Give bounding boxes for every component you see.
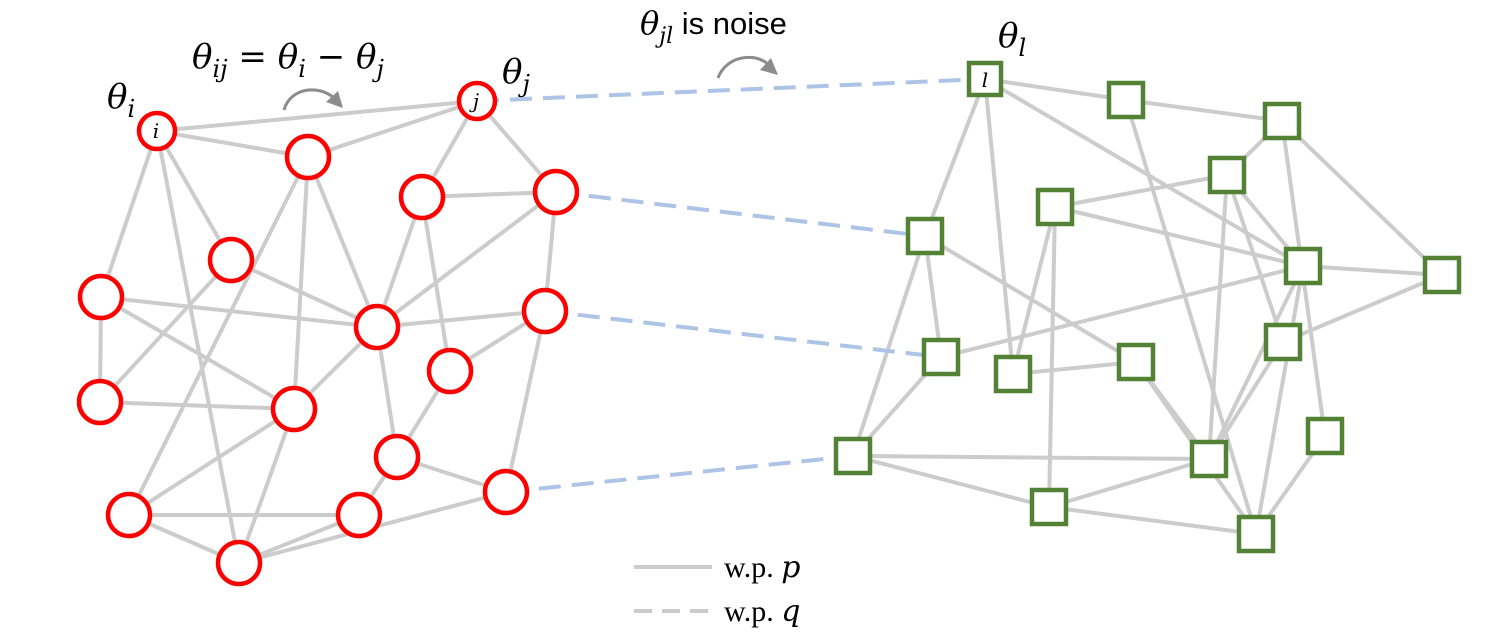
- edge-c4-c9: [98, 258, 233, 404]
- square-node-s5: [905, 216, 945, 256]
- circle-node-c8: [426, 347, 474, 395]
- theta-l-label: θl: [998, 16, 1026, 62]
- edge-s5-s8: [923, 235, 943, 358]
- dashed-edge-c7-s8: [544, 309, 942, 359]
- edge-s4-s15: [1047, 206, 1057, 508]
- edge-s4-s6: [1054, 205, 1304, 268]
- square-node-s13: [1305, 416, 1345, 456]
- square-node-s12: [833, 436, 873, 476]
- edge-s9-s4: [1011, 206, 1057, 375]
- edge-c7-c14: [504, 310, 547, 493]
- dashed-edge-j-l: [476, 77, 986, 103]
- edge-s6-s16: [1254, 265, 1305, 535]
- circle-node-i: [136, 110, 178, 152]
- edge-s12-s15: [852, 454, 1050, 509]
- edge-i-c4: [155, 130, 233, 261]
- edge-s1-s2: [1125, 98, 1283, 123]
- square-node-l: [966, 60, 1004, 98]
- edge-s7-s11: [1282, 273, 1443, 344]
- edge-c10-c12: [127, 407, 296, 517]
- dashed-edge-c14-s12: [505, 454, 854, 494]
- edge-c6-c7: [376, 309, 546, 329]
- edge-c5-c10: [99, 295, 296, 411]
- edge-i-c5: [99, 130, 159, 298]
- square-node-s7: [1422, 255, 1462, 295]
- edge-s3-s11: [1225, 174, 1285, 343]
- curved-arrow-icon: [282, 88, 343, 111]
- edge-s9-s10: [1012, 360, 1137, 376]
- node-l-label: l: [982, 68, 988, 92]
- edge-i-c15: [155, 130, 241, 564]
- edge-l-s5: [923, 78, 987, 237]
- edge-s6-s8: [940, 264, 1304, 359]
- edge-s6-s7: [1302, 264, 1443, 277]
- legend-dashed-label: w.p. q: [724, 594, 800, 629]
- edge-s12-s14: [852, 454, 1210, 461]
- square-node-s3: [1207, 155, 1247, 195]
- edge-i-c1: [156, 129, 309, 159]
- edge-s1-s16: [1124, 99, 1258, 535]
- edge-c4-c6: [230, 258, 378, 329]
- square-node-s10: [1116, 342, 1156, 382]
- edge-s15-s16: [1048, 505, 1257, 536]
- edge-c1-c12: [127, 156, 310, 516]
- circle-node-c13: [335, 491, 383, 539]
- edge-s2-s7: [1280, 119, 1444, 277]
- square-node-s15: [1029, 487, 1069, 527]
- circle-node-j: [456, 80, 498, 122]
- dashed-edge-c3-s5: [555, 190, 926, 238]
- theta-i-label: θi: [107, 77, 135, 123]
- square-node-s4: [1035, 187, 1075, 227]
- square-node-s8: [921, 337, 961, 377]
- edge-c9-c10: [99, 400, 295, 411]
- square-node-s2: [1262, 101, 1302, 141]
- circle-node-c5: [77, 273, 125, 321]
- circle-node-c7: [521, 287, 569, 335]
- edge-s5-s12: [851, 235, 927, 457]
- square-node-s1: [1106, 80, 1146, 120]
- edge-s3-s14: [1207, 174, 1229, 460]
- circle-node-c12: [105, 491, 153, 539]
- circle-node-c1: [284, 133, 332, 181]
- edge-l-s9: [983, 78, 1015, 375]
- circle-node-c11: [373, 433, 421, 481]
- circle-node-c14: [482, 468, 530, 516]
- edge-c5-c6: [100, 295, 378, 329]
- edge-c1-c10: [292, 156, 310, 410]
- edge-i-j: [156, 99, 478, 133]
- square-node-s9: [993, 354, 1033, 394]
- theta-j-label: θj: [502, 52, 530, 98]
- dashed-edges: [476, 77, 986, 494]
- edge-c10-c15: [237, 408, 296, 564]
- circle-node-c15: [215, 539, 263, 587]
- legend-solid-label: w.p. p: [724, 550, 800, 585]
- edge-s11-s14: [1207, 340, 1285, 461]
- circle-node-c2: [398, 173, 446, 221]
- square-node-s11: [1263, 322, 1303, 362]
- circle-node-c6: [353, 303, 401, 351]
- edge-l-s6: [983, 77, 1305, 268]
- edge-s14-s15: [1048, 457, 1210, 509]
- equation-label: θij = θi − θj: [192, 37, 384, 83]
- square-node-s16: [1236, 514, 1276, 554]
- edge-s6-s14: [1207, 265, 1305, 460]
- node-i-label: i: [153, 119, 159, 143]
- square-node-s6: [1283, 246, 1323, 286]
- circle-node-c10: [270, 385, 318, 433]
- square-node-s14: [1189, 439, 1229, 479]
- graph-nodes: [76, 60, 1462, 587]
- node-j-label: j: [469, 89, 479, 113]
- edge-l-s1: [984, 77, 1127, 102]
- edge-c1-c6: [306, 156, 379, 328]
- circle-node-c4: [207, 236, 255, 284]
- circle-node-c3: [532, 168, 580, 216]
- edge-c3-c6: [375, 190, 558, 329]
- circle-node-c9: [76, 378, 124, 426]
- edge-j-c1: [307, 99, 478, 159]
- noise-label: θjl is noise: [640, 4, 787, 49]
- curved-arrow-icon: [716, 55, 778, 79]
- edge-s3-s4: [1054, 173, 1228, 209]
